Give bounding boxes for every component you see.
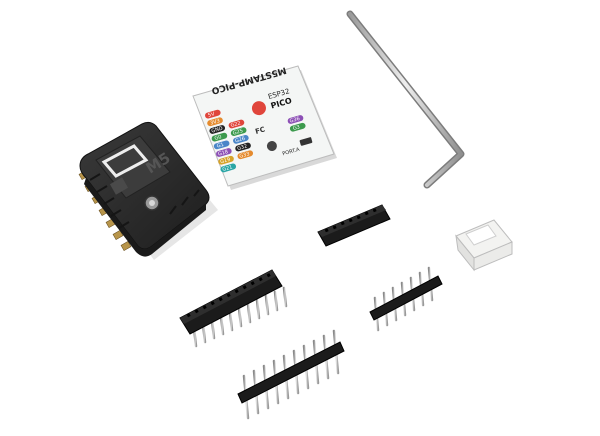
pin-label: G25 (232, 128, 244, 137)
certification-marks: FC (254, 125, 266, 135)
pin-label: G18 (217, 149, 229, 158)
pinout-sticker: M5STAMP-PICO ESP32 PICO 5V 3V3 GND G0 G1… (192, 64, 337, 190)
pin-label: G36 (289, 116, 301, 125)
pin-label: G26 (234, 136, 246, 145)
grove-connector (455, 219, 513, 273)
sticker-card (192, 65, 335, 187)
pin-label: 3V3 (210, 118, 221, 126)
pin-label: G22 (230, 120, 242, 129)
pin-label: G33 (239, 151, 251, 160)
espressif-logo-icon (251, 101, 266, 116)
female-header-long (179, 269, 288, 348)
pin-label: G0 (214, 134, 222, 142)
sticker-pin-list: 5V 3V3 GND G0 G1 G18 G19 G21 G22 G25 (205, 109, 306, 173)
stamp-module: M5 (78, 121, 218, 260)
male-header-long (237, 329, 345, 420)
sticker-port-label: PORT.A (282, 147, 301, 158)
pin-label: GND (211, 126, 224, 135)
pin-label: G19 (220, 157, 232, 166)
allen-wrench (346, 10, 465, 189)
module-button (109, 177, 129, 195)
sticker-center-dot (266, 141, 277, 152)
pin-label: G32 (237, 143, 249, 152)
pin-label: 5V (207, 111, 216, 119)
module-logo-frame (101, 144, 149, 178)
pin-label: G1 (216, 142, 224, 150)
female-header-8pin (317, 204, 391, 264)
male-header-short (369, 266, 443, 332)
pin-label: G21 (222, 164, 234, 173)
pin-label: G3 (292, 124, 300, 132)
